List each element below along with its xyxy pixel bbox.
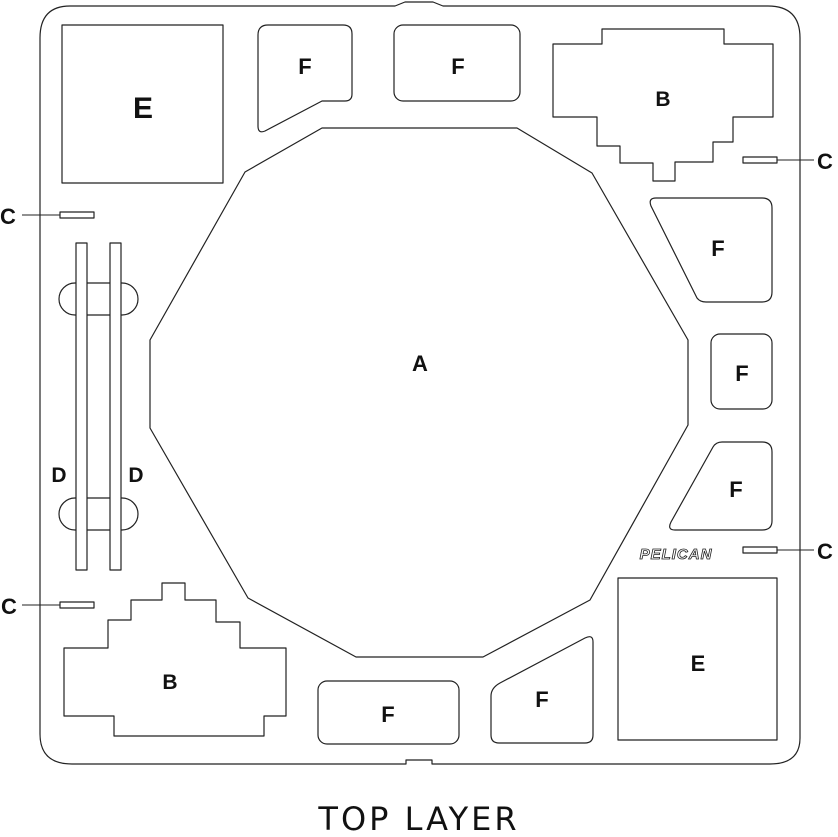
- pocket-a: [149, 127, 689, 658]
- label-f-4: F: [735, 361, 748, 386]
- pocket-b-top: [552, 28, 774, 182]
- label-f-5: F: [729, 477, 742, 502]
- label-e-bottom: E: [691, 651, 706, 676]
- label-d-left: D: [51, 464, 66, 487]
- label-b-bottom: B: [162, 671, 177, 694]
- foam-outline: [39, 1, 801, 765]
- label-f-6: F: [381, 702, 394, 727]
- pocket-f-1: [257, 24, 353, 133]
- pocket-f-3: [649, 197, 773, 303]
- pocket-f-5: [669, 441, 773, 531]
- pocket-f-2: [393, 24, 521, 102]
- label-e-top: E: [133, 92, 153, 125]
- diagram-title: TOP LAYER: [317, 800, 519, 832]
- label-c-3: C: [817, 149, 833, 174]
- pocket-f-4: [710, 333, 773, 410]
- label-c-4: C: [817, 539, 833, 564]
- pocket-f-6: [317, 680, 460, 745]
- label-b-top: B: [655, 88, 670, 111]
- label-f-2: F: [451, 54, 464, 79]
- label-f-1: F: [298, 54, 311, 79]
- label-c-2: C: [1, 594, 17, 619]
- pocket-d-right: [109, 242, 122, 571]
- label-c-1: C: [0, 204, 16, 229]
- label-d-right: D: [128, 464, 143, 487]
- finger-notch-bottom: [58, 497, 139, 531]
- pocket-d-left: [75, 242, 88, 571]
- slot-c-4: [742, 546, 778, 554]
- slot-c-3: [742, 156, 778, 164]
- slot-c-1: [59, 211, 95, 219]
- label-f-7: F: [535, 687, 548, 712]
- slot-c-2: [59, 601, 95, 609]
- label-a: A: [412, 351, 428, 376]
- pocket-e-top: [61, 24, 224, 184]
- finger-notch-top: [58, 282, 139, 316]
- pelican-logo: PELICAN: [640, 546, 713, 563]
- pocket-b-bottom: [63, 582, 287, 737]
- pocket-f-7: [490, 636, 594, 744]
- pocket-e-bottom: [617, 577, 778, 741]
- label-f-3: F: [711, 236, 724, 261]
